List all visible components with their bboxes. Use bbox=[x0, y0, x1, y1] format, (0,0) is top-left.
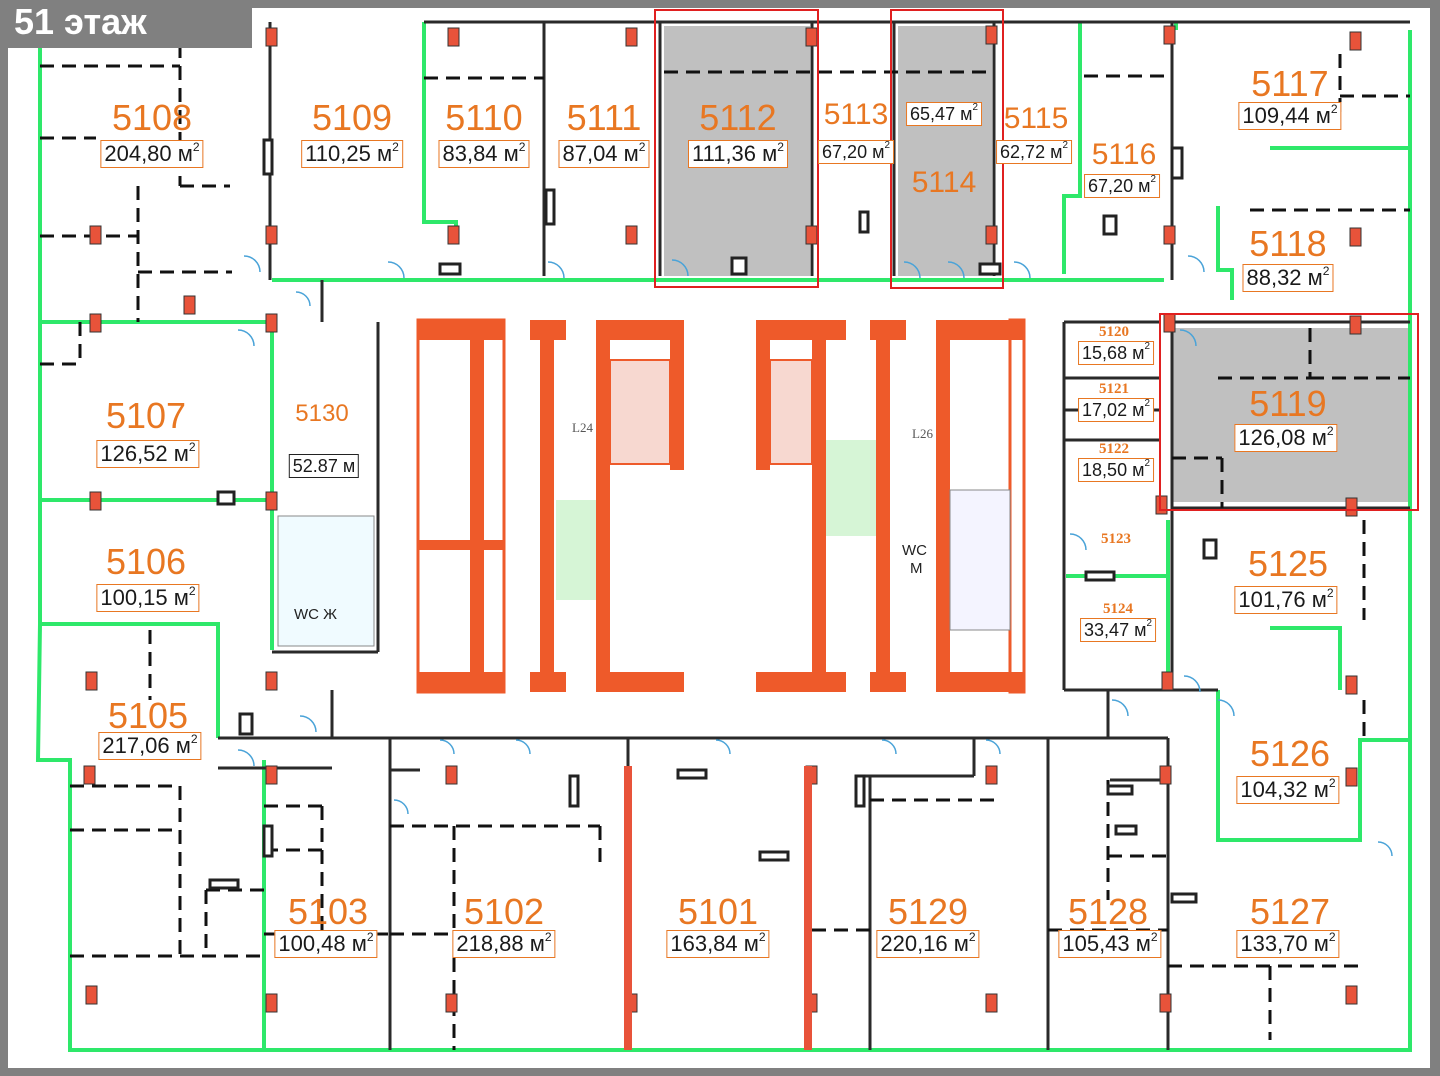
room-number-5105: 5105 bbox=[107, 695, 189, 736]
room-area-5117: 109,44 м2 bbox=[1238, 102, 1342, 130]
wc-men-label-1: WC bbox=[902, 542, 927, 559]
room-area-5111: 87,04 м2 bbox=[558, 140, 650, 168]
room-area-5114: 65,47 м2 bbox=[906, 102, 982, 126]
building-core bbox=[416, 318, 1026, 694]
room-number-5114: 5114 bbox=[911, 166, 977, 199]
room-number-5119: 5119 bbox=[1249, 383, 1327, 424]
room-number-5129: 5129 bbox=[887, 891, 969, 932]
core-label-l26: L26 bbox=[912, 426, 933, 441]
room-area-5108: 204,80 м2 bbox=[100, 140, 204, 168]
room-number-5101: 5101 bbox=[677, 891, 759, 932]
room-number-5108: 5108 bbox=[111, 97, 193, 138]
room-number-5110: 5110 bbox=[445, 97, 523, 138]
room-area-5129: 220,16 м2 bbox=[876, 930, 980, 958]
room-number-5109: 5109 bbox=[311, 97, 393, 138]
fixtures bbox=[208, 138, 1218, 904]
room-number-5106: 5106 bbox=[105, 541, 187, 582]
room-number-5126: 5126 bbox=[1249, 733, 1331, 774]
pillar-wall bbox=[624, 766, 632, 1050]
room-area-5105: 217,06 м2 bbox=[98, 732, 202, 760]
room-area-5125: 101,76 м2 bbox=[1234, 586, 1338, 614]
room-area-5128: 105,43 м2 bbox=[1058, 930, 1162, 958]
room-area-5120: 15,68 м2 bbox=[1078, 341, 1154, 365]
room-number-5113: 5113 bbox=[823, 98, 889, 131]
room-area-5109: 110,25 м2 bbox=[301, 140, 403, 168]
room-number-5115: 5115 bbox=[1003, 102, 1069, 135]
core-label-l24: L24 bbox=[572, 420, 593, 435]
room-area-5106: 100,15 м2 bbox=[96, 584, 200, 612]
room-number-5117: 5117 bbox=[1251, 63, 1329, 104]
room-number-5112: 5112 bbox=[699, 97, 777, 138]
room-area-5113: 67,20 м2 bbox=[818, 140, 894, 164]
doors bbox=[237, 255, 1393, 857]
wc-women-label: WC Ж bbox=[294, 606, 338, 623]
leased-area-5114 bbox=[898, 26, 992, 276]
room-area-5122: 18,50 м2 bbox=[1078, 458, 1154, 482]
room-area-5115: 62,72 м2 bbox=[996, 140, 1072, 164]
room-number-5120: 5120 bbox=[1099, 324, 1129, 340]
room-number-5122: 5122 bbox=[1099, 441, 1129, 457]
room-area-5130: 52.87 м bbox=[288, 454, 360, 478]
room-number-5127: 5127 bbox=[1249, 891, 1331, 932]
columns bbox=[83, 25, 1362, 1013]
room-area-5103: 100,48 м2 bbox=[274, 930, 378, 958]
room-area-5112: 111,36 м2 bbox=[688, 140, 788, 168]
wc-men-label-2: М bbox=[910, 560, 923, 577]
wc-women-area bbox=[277, 515, 375, 647]
room-number-5125: 5125 bbox=[1247, 543, 1329, 584]
room-area-5102: 218,88 м2 bbox=[452, 930, 556, 958]
room-number-5103: 5103 bbox=[287, 891, 369, 932]
room-number-5124: 5124 bbox=[1103, 601, 1133, 617]
room-area-5110: 83,84 м2 bbox=[438, 140, 530, 168]
dashed-partitions bbox=[40, 22, 1410, 1050]
room-number-5121: 5121 bbox=[1099, 381, 1129, 397]
room-number-5123: 5123 bbox=[1101, 531, 1131, 547]
room-number-5118: 5118 bbox=[1249, 223, 1327, 264]
green-partitions bbox=[35, 22, 1412, 1052]
room-area-5107: 126,52 м2 bbox=[96, 440, 200, 468]
room-number-5102: 5102 bbox=[463, 891, 545, 932]
leased-area-5119 bbox=[1172, 328, 1412, 502]
room-area-5121: 17,02 м2 bbox=[1078, 398, 1154, 422]
room-number-5116: 5116 bbox=[1091, 138, 1157, 171]
room-number-5107: 5107 bbox=[105, 395, 187, 436]
room-area-5118: 88,32 м2 bbox=[1242, 264, 1334, 292]
room-number-5111: 5111 bbox=[566, 97, 642, 138]
floor-label: 51 этаж bbox=[0, 0, 252, 48]
room-area-5101: 163,84 м2 bbox=[666, 930, 770, 958]
room-area-5116: 67,20 м2 bbox=[1084, 174, 1160, 198]
room-number-5130: 5130 bbox=[295, 400, 349, 427]
room-number-5128: 5128 bbox=[1067, 891, 1149, 932]
room-area-5119: 126,08 м2 bbox=[1234, 424, 1338, 452]
room-area-5126: 104,32 м2 bbox=[1236, 776, 1340, 804]
room-area-5124: 33,47 м2 bbox=[1080, 618, 1156, 642]
pillar-wall bbox=[804, 766, 812, 1050]
room-area-5127: 133,70 м2 bbox=[1236, 930, 1340, 958]
